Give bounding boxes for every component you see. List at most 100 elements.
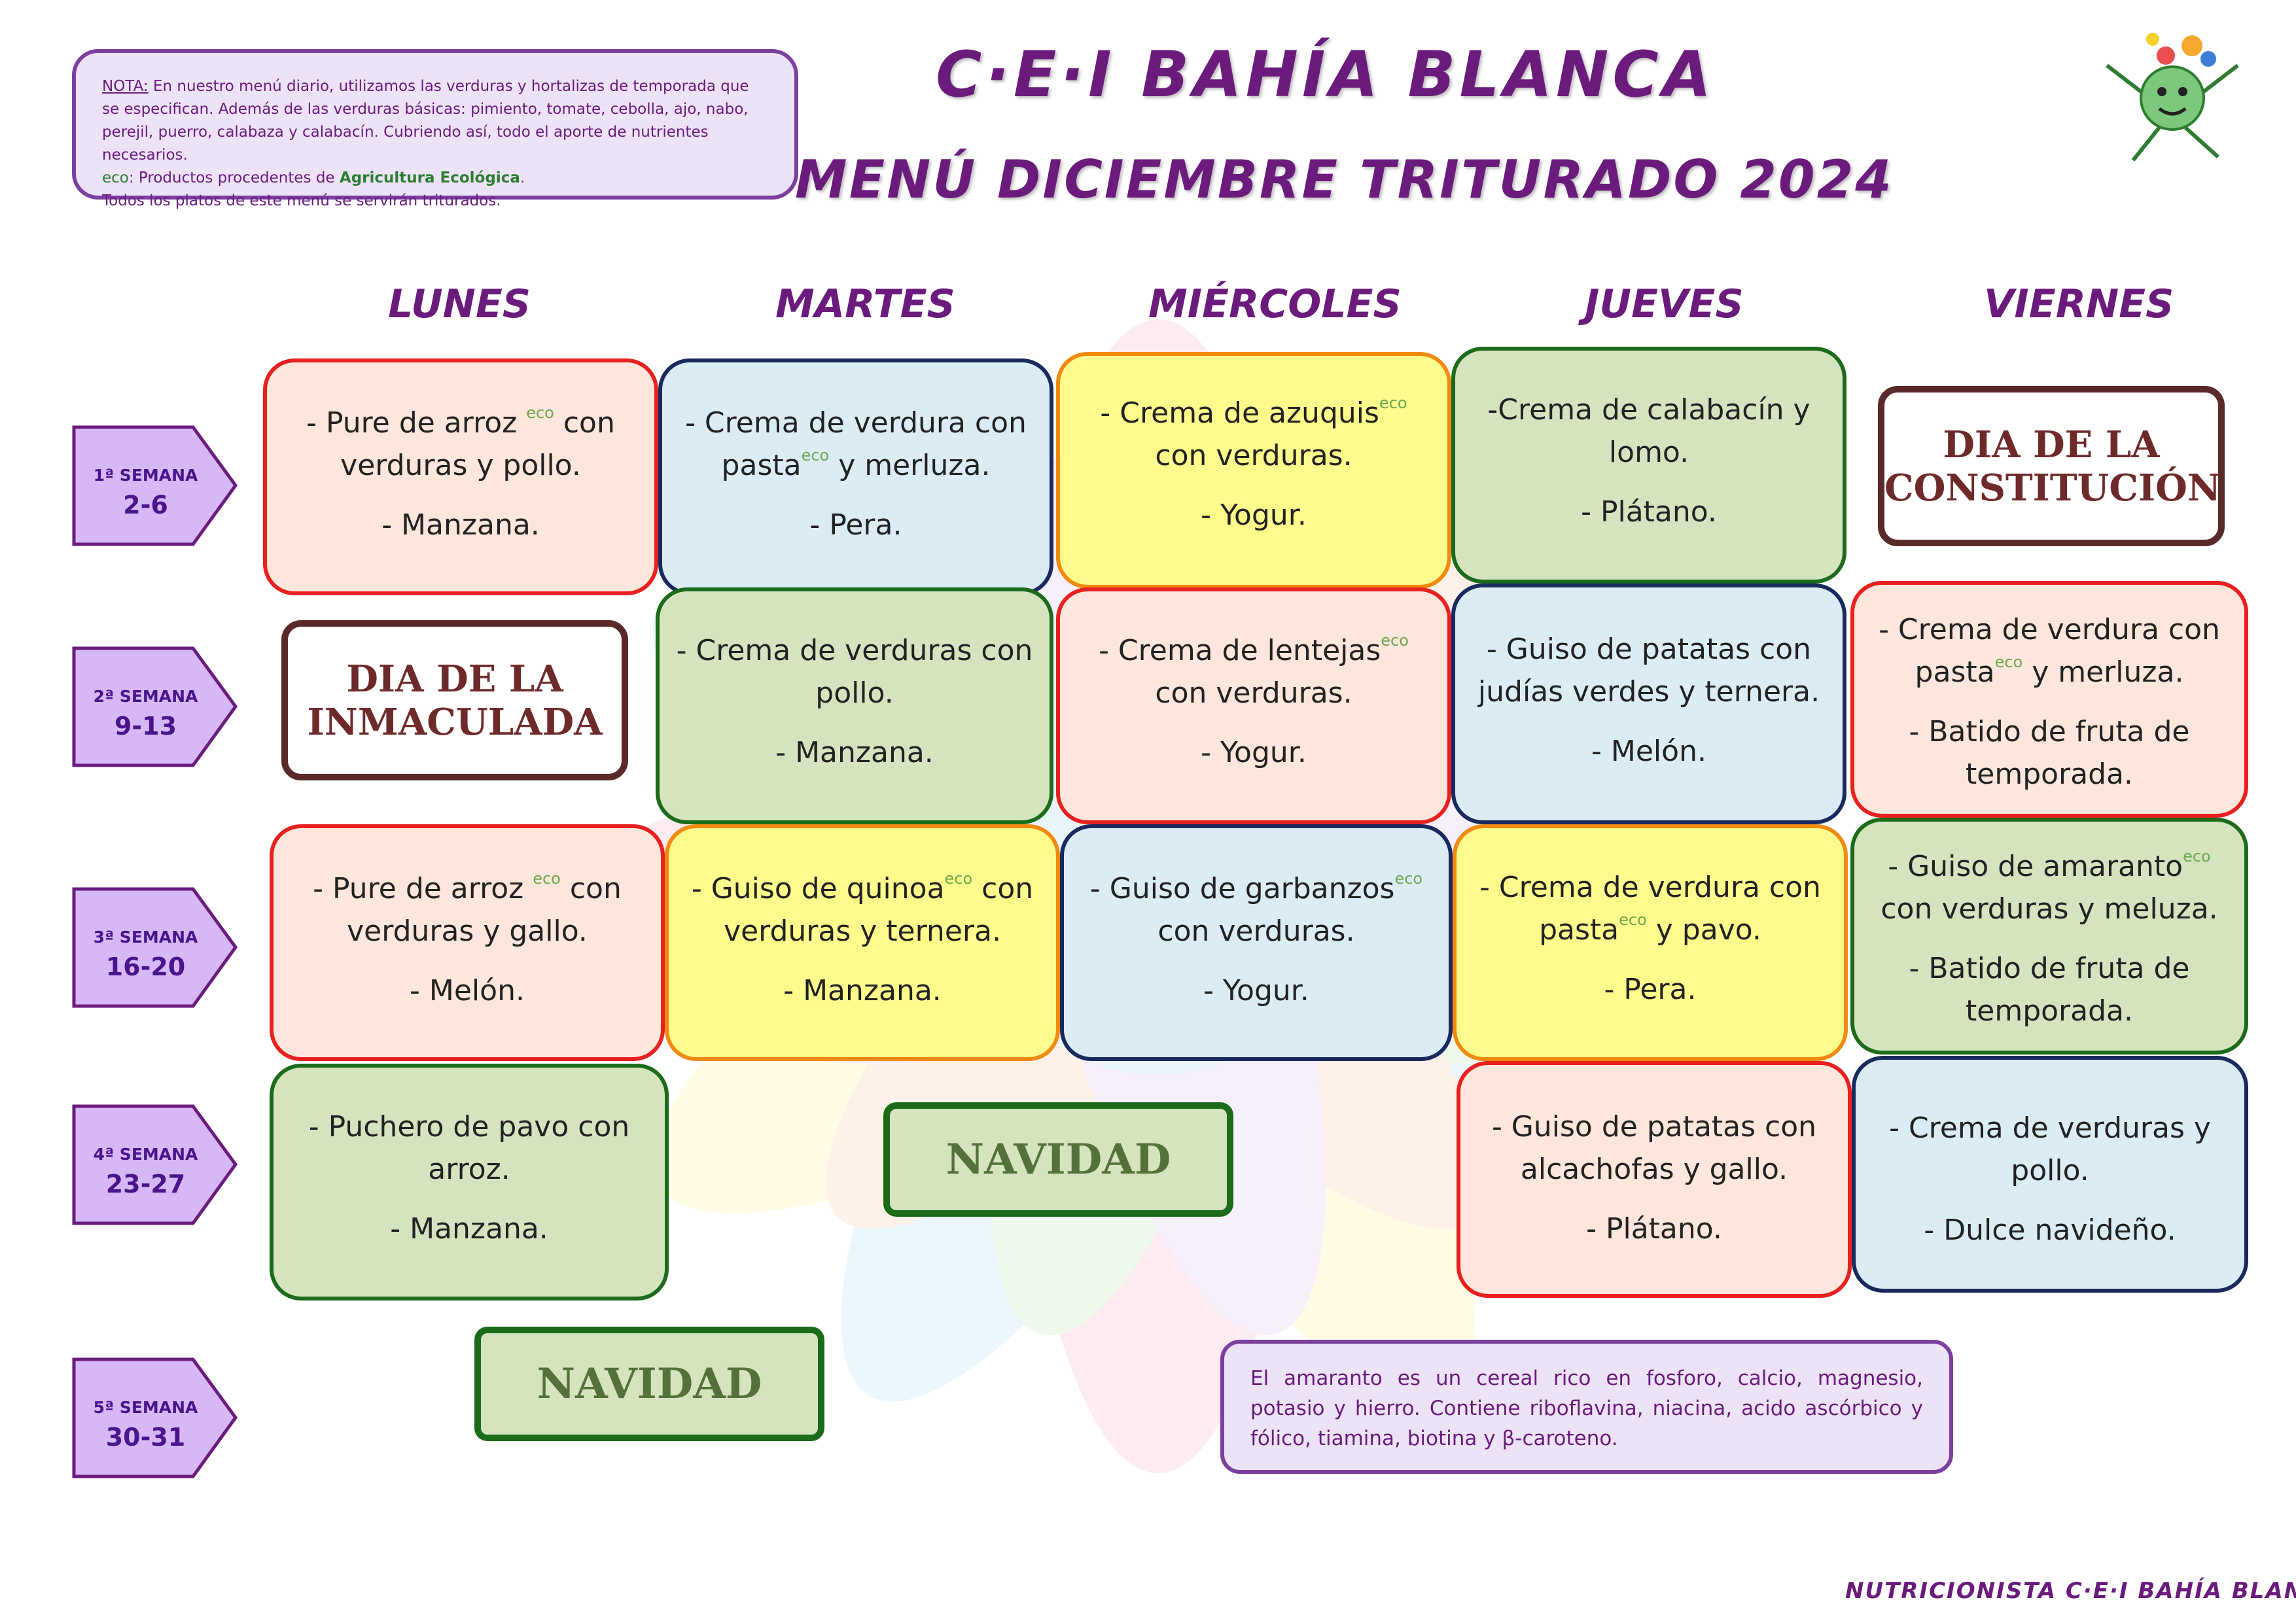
week-dates: 23-27: [105, 1170, 186, 1198]
dish-text: con verduras y meluza.: [1881, 892, 2218, 926]
school-logo: [2106, 33, 2239, 162]
menu-cell-w2-jueves: - Guiso de patatas con judías verdes y t…: [1451, 584, 1846, 824]
dish-text: arroz.: [428, 1153, 510, 1186]
dessert-text: - Manzana.: [775, 736, 934, 769]
dish-text: con: [560, 872, 622, 905]
week-name: 1ª SEMANA: [93, 466, 198, 485]
menu-cell-w3-miercoles: - Guiso de garbanzoseco con verduras. - …: [1060, 824, 1453, 1061]
menu-cell-w2-miercoles: - Crema de lentejaseco con verduras. - Y…: [1056, 587, 1451, 824]
menu-note: NOTA: En nuestro menú diario, utilizamos…: [72, 49, 798, 209]
eco-mark: eco: [944, 869, 973, 888]
menu-cell-w2-viernes: - Crema de verdura con pastaeco y merluz…: [1850, 581, 2248, 818]
eco-mark: eco: [1379, 394, 1407, 412]
week-name: 2ª SEMANA: [93, 687, 198, 706]
holiday-navidad-week5: NAVIDAD: [474, 1327, 824, 1441]
dish-text: pasta: [721, 449, 802, 482]
dish-text: - Guiso de patatas con: [1491, 1110, 1817, 1143]
week-dates: 9-13: [114, 712, 177, 741]
dish-text: y merluza.: [829, 449, 991, 482]
menu-cell-w1-lunes: - Pure de arroz eco con verduras y pollo…: [263, 358, 658, 595]
week-tag-1: 1ª SEMANA 2-6: [72, 425, 239, 546]
dish-text: - Crema de verduras con: [676, 634, 1033, 667]
dessert-text: - Pera.: [1604, 973, 1697, 1006]
eco-agriculture-text: Agricultura Ecológica: [339, 169, 520, 186]
day-header-miercoles: MIÉRCOLES: [1148, 281, 1402, 327]
dessert-text: - Pera.: [809, 508, 902, 542]
menu-cell-w3-viernes: - Guiso de amarantoeco con verduras y me…: [1850, 818, 2248, 1055]
dish-text: con verduras.: [1157, 915, 1355, 948]
eco-mark: eco: [1381, 631, 1409, 650]
menu-cell-w1-miercoles: - Crema de azuquiseco con verduras. - Yo…: [1056, 352, 1451, 589]
holiday-inmaculada: DIA DE LA INMACULADA: [281, 620, 628, 780]
holiday-navidad-week4: NAVIDAD: [883, 1102, 1233, 1217]
dish-text: alcachofas y gallo.: [1520, 1153, 1788, 1186]
page-title: C·E·I BAHÍA BLANCA: [936, 38, 1716, 111]
dish-text: - Guiso de garbanzos: [1089, 872, 1395, 905]
week-tag-2: 2ª SEMANA 9-13: [72, 646, 239, 767]
dish-text: con: [554, 406, 615, 440]
dish-text: - Puchero de pavo con: [308, 1110, 630, 1143]
dessert-text: - Batido de fruta de: [1909, 715, 2190, 748]
dish-text: - Crema de verdura con: [1879, 613, 2220, 646]
eco-label: eco: [102, 169, 129, 186]
eco-mark: eco: [2183, 847, 2211, 865]
dish-text: - Guiso de patatas con: [1486, 633, 1812, 666]
dish-text: con: [972, 872, 1034, 905]
eco-text: : Productos procedentes de: [128, 169, 340, 186]
week-name: 5ª SEMANA: [93, 1398, 198, 1417]
week-tag-3: 3ª SEMANA 16-20: [72, 887, 239, 1008]
amaranto-info-note: El amaranto es un cereal rico en fosforo…: [1220, 1340, 1953, 1474]
dessert-text: - Manzana.: [381, 508, 540, 542]
menu-cell-w2-martes: - Crema de verduras con pollo. - Manzana…: [656, 587, 1053, 824]
menu-cell-w4-viernes: - Crema de verduras y pollo. - Dulce nav…: [1852, 1056, 2248, 1293]
day-header-lunes: LUNES: [388, 281, 531, 327]
week-dates: 30-31: [105, 1423, 186, 1452]
dish-text: judías verdes y ternera.: [1477, 675, 1820, 708]
dish-text: - Guiso de quinoa: [691, 872, 945, 905]
dish-text: pasta: [1539, 913, 1619, 947]
holiday-text: CONSTITUCIÓN: [1884, 466, 2221, 510]
dish-text: verduras y ternera.: [724, 915, 1001, 948]
dessert-text: - Yogur.: [1201, 736, 1307, 769]
day-header-martes: MARTES: [775, 281, 955, 327]
dessert-text: temporada.: [1966, 758, 2133, 791]
dish-text: verduras y pollo.: [340, 449, 581, 482]
dessert-text: - Plátano.: [1586, 1212, 1722, 1246]
dish-text: con verduras.: [1155, 676, 1352, 710]
eco-mark: eco: [526, 404, 554, 422]
eco-mark: eco: [1994, 653, 2023, 671]
week-name: 4ª SEMANA: [93, 1145, 198, 1164]
dish-text: y merluza.: [2022, 655, 2184, 689]
dish-text: - Crema de verdura con: [1479, 871, 1821, 904]
menu-cell-w3-lunes: - Pure de arroz eco con verduras y gallo…: [270, 824, 665, 1061]
week-name: 3ª SEMANA: [93, 928, 198, 947]
week-dates: 16-20: [105, 952, 186, 981]
menu-cell-w1-jueves: -Crema de calabacín y lomo. - Plátano.: [1451, 347, 1846, 584]
page-subtitle: MENÚ DICIEMBRE TRITURADO 2024: [795, 149, 1894, 210]
dish-text: pasta: [1915, 655, 1995, 689]
dish-text: - Crema de lentejas: [1099, 634, 1381, 667]
dessert-text: - Dulce navideño.: [1924, 1213, 2176, 1247]
dish-text: - Crema de verdura con: [685, 406, 1027, 440]
eco-mark: eco: [801, 446, 830, 464]
dish-text: pollo.: [815, 676, 894, 710]
dish-text: y pavo.: [1646, 913, 1761, 947]
dessert-text: temporada.: [1966, 994, 2133, 1028]
holiday-text: INMACULADA: [307, 700, 603, 744]
dish-text: verduras y gallo.: [347, 915, 588, 948]
eco-mark: eco: [533, 869, 561, 888]
dessert-text: - Yogur.: [1201, 498, 1307, 532]
eco-mark: eco: [1619, 911, 1647, 929]
note-text: En nuestro menú diario, utilizamos las v…: [102, 78, 749, 164]
dish-text: con verduras.: [1155, 439, 1352, 472]
week-tag-4: 4ª SEMANA 23-27: [72, 1104, 239, 1225]
menu-cell-w4-jueves: - Guiso de patatas con alcachofas y gall…: [1457, 1061, 1852, 1298]
holiday-text: DIA DE LA: [346, 657, 563, 701]
note-triturados: Todos los platos de este menú se servirá…: [102, 192, 501, 209]
menu-cell-w4-lunes: - Puchero de pavo con arroz. - Manzana.: [270, 1064, 669, 1300]
note-label: NOTA:: [102, 78, 149, 95]
dish-text: - Crema de verduras y: [1889, 1111, 2211, 1145]
dessert-text: - Batido de fruta de: [1909, 952, 2190, 985]
dessert-text: - Melón.: [410, 974, 525, 1007]
footer-credit: NUTRICIONISTA C·E·I BAHÍA BLANCA: [1845, 1578, 2296, 1604]
